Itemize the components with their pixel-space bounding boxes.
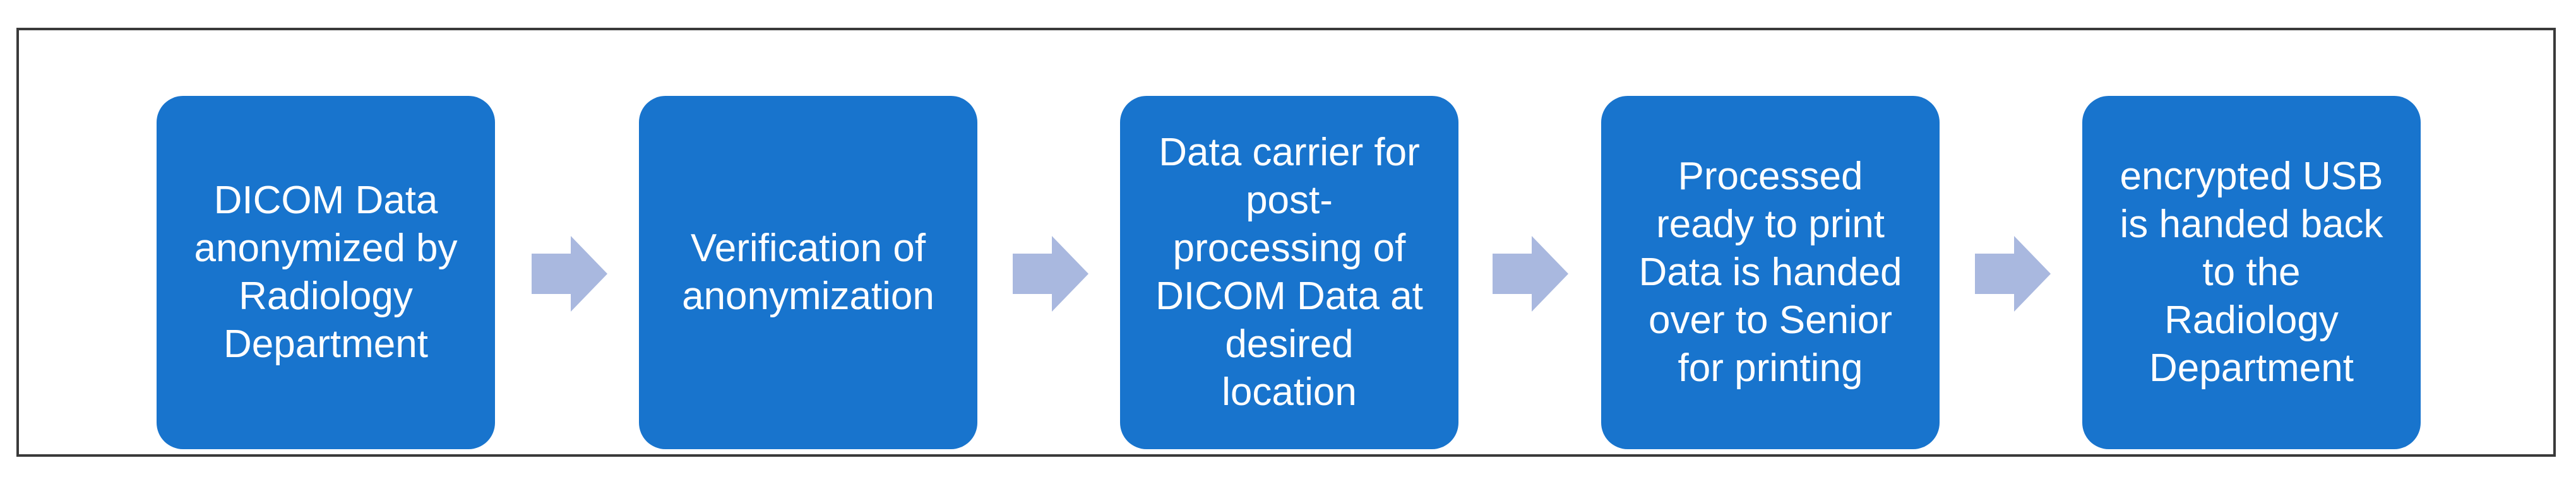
step-2-box: Verification of anonymization: [639, 96, 977, 449]
diagram-frame: DICOM Data anonymized by Radiology Depar…: [16, 28, 2556, 457]
arrow-right-icon: [532, 236, 607, 312]
step-5-label: encrypted USB is handed back to the Radi…: [2120, 155, 2383, 390]
step-1-label: DICOM Data anonymized by Radiology Depar…: [194, 179, 458, 366]
step-3-box: Data carrier for post- processing of DIC…: [1120, 96, 1458, 449]
arrow-right-icon: [1493, 236, 1568, 312]
arrow-right-icon: [1013, 236, 1088, 312]
step-5-box: encrypted USB is handed back to the Radi…: [2082, 96, 2421, 449]
arrow-right-icon: [1975, 236, 2051, 312]
step-4-label: Processed ready to print Data is handed …: [1638, 155, 1902, 390]
step-2-label: Verification of anonymization: [682, 226, 934, 318]
step-3-label: Data carrier for post- processing of DIC…: [1155, 131, 1423, 414]
step-1-box: DICOM Data anonymized by Radiology Depar…: [157, 96, 495, 449]
step-4-box: Processed ready to print Data is handed …: [1601, 96, 1940, 449]
